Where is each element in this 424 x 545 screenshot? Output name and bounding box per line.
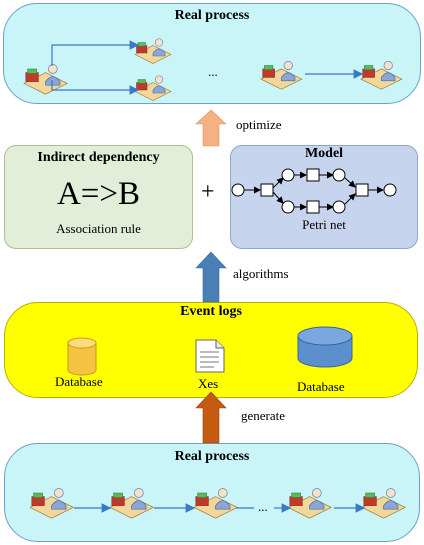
event-log-item-label: Xes — [198, 376, 219, 391]
worker-icon — [260, 60, 303, 90]
bottom-real-process-panel — [4, 443, 420, 542]
optimize-arrow — [195, 109, 227, 147]
model-title: Model — [304, 146, 344, 161]
top-process-workers — [23, 38, 403, 101]
worker-icon — [134, 75, 172, 101]
database-cylinder-yellow-icon — [67, 337, 97, 376]
algorithms-arrow — [195, 251, 227, 303]
worker-icon — [360, 60, 403, 90]
worker-icon — [287, 488, 332, 519]
generate-label: generate — [241, 408, 286, 423]
worker-icon — [193, 488, 238, 519]
association-rule-caption: Association rule — [56, 221, 141, 236]
association-formula: A=>B — [56, 176, 141, 212]
document-icon — [195, 339, 225, 373]
worker-icon — [109, 488, 154, 519]
worker-icon — [361, 488, 406, 519]
top-process-ellipsis: ... — [208, 64, 218, 79]
bottom-process-title: Real process — [174, 449, 250, 464]
plus-sign: + — [201, 179, 215, 205]
worker-icon — [29, 488, 74, 519]
top-real-process-panel — [3, 3, 421, 104]
indirect-dependency-title: Indirect dependency — [37, 150, 160, 165]
indirect-dependency-panel — [4, 145, 193, 249]
bottom-process-ellipsis: ... — [258, 499, 268, 514]
event-logs-title: Event logs — [180, 304, 242, 319]
event-log-item-label: Database — [55, 374, 103, 389]
optimize-label: optimize — [236, 117, 282, 132]
petri-net-caption: Petri net — [302, 217, 346, 232]
bottom-process-workers — [29, 488, 406, 519]
model-panel — [230, 145, 418, 249]
petri-net-graph — [231, 168, 397, 214]
algorithms-label: algorithms — [233, 266, 289, 281]
event-log-item-label: Database — [297, 379, 345, 394]
database-cylinder-blue-icon — [297, 326, 353, 368]
top-process-title: Real process — [174, 8, 250, 23]
generate-arrow — [195, 391, 227, 444]
worker-icon — [134, 38, 172, 64]
